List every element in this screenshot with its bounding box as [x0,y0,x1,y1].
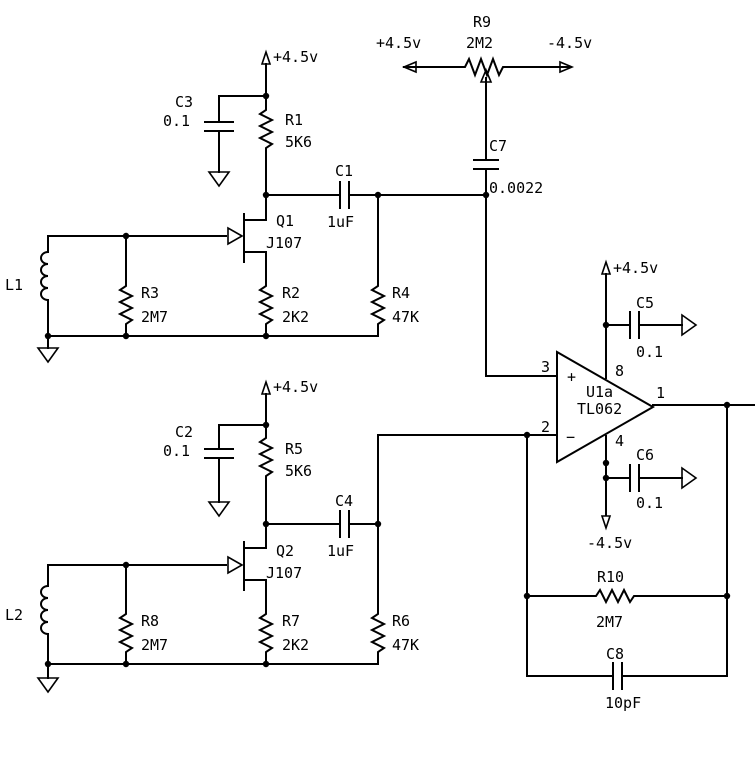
r2-value-label: 2K2 [282,308,309,326]
r1-value-label: 5K6 [285,133,312,151]
c1-value-label: 1uF [327,213,354,231]
r7-ref-label: R7 [282,612,300,630]
opamp-minus-sign: − [566,428,575,446]
opamp-pin4-label: 4 [615,432,624,450]
r1-ref-label: R1 [285,111,303,129]
c4-ref-label: C4 [335,492,353,510]
r8-ref-label: R8 [141,612,159,630]
u1-ref-label: U1a [586,383,613,401]
r5-value-label: 5K6 [285,462,312,480]
q1-jfet [47,213,267,286]
r7-resistor [257,611,275,665]
c5-value-label: 0.1 [636,343,663,361]
r8-value-label: 2M7 [141,636,168,654]
r2-ref-label: R2 [282,284,300,302]
c3-capacitor [204,95,267,188]
u1-opamp [377,350,755,525]
c4-capacitor [265,510,379,538]
r4-ref-label: R4 [392,284,410,302]
opamp-pin1-label: 1 [656,384,665,402]
q2-jfet [47,541,267,613]
q1-supply-label: +4.5v [273,48,318,66]
r7-value-label: 2K2 [282,636,309,654]
l1-inductor [36,235,60,364]
c6-value-label: 0.1 [636,494,663,512]
r1-resistor [257,95,275,221]
q1-supply-symbol [260,49,272,97]
c2-value-label: 0.1 [163,442,190,460]
c6-ref-label: C6 [636,446,654,464]
r6-ref-label: R6 [392,612,410,630]
opamp-pin8-label: 8 [615,362,624,380]
r3-value-label: 2M7 [141,308,168,326]
r4-value-label: 47K [392,308,419,326]
l2-ref-label: L2 [5,606,23,624]
r3-ref-label: R3 [141,284,159,302]
l2-inductor [36,564,60,694]
q2-ref-label: Q2 [276,542,294,560]
c2-ref-label: C2 [175,423,193,441]
c3-ref-label: C3 [175,93,193,111]
c3-value-label: 0.1 [163,112,190,130]
c8-value-label: 10pF [605,694,641,712]
l1-ref-label: L1 [5,276,23,294]
r9-value-label: 2M2 [466,34,493,52]
r9-potentiometer [401,56,575,161]
r10-value-label: 2M7 [596,613,623,631]
r5-resistor [257,424,275,549]
opamp-vpos-label: +4.5v [613,259,658,277]
opamp-pin3-label: 3 [541,358,550,376]
c7-ref-label: C7 [489,137,507,155]
c7-value-label: 0.0022 [489,179,543,197]
r9-pos-supply-label: +4.5v [376,34,421,52]
q2-supply-symbol [260,379,272,426]
opamp-plus-sign: + [567,368,576,386]
c7-capacitor [473,159,499,377]
q2-value-label: J107 [266,564,302,582]
u1-value-label: TL062 [577,400,622,418]
feedback-network [526,404,728,690]
r10-ref-label: R10 [597,568,624,586]
q1-value-label: J107 [266,234,302,252]
r6-value-label: 47K [392,636,419,654]
c2-capacitor [204,424,267,518]
c5-ref-label: C5 [636,294,654,312]
r6-resistor [369,434,387,665]
r2-resistor [257,284,275,337]
r4-resistor [369,194,387,337]
r9-neg-supply-label: -4.5v [547,34,592,52]
opamp-vneg-label: -4.5v [587,534,632,552]
c4-value-label: 1uF [327,542,354,560]
r9-ref-label: R9 [473,13,491,31]
r5-ref-label: R5 [285,440,303,458]
q2-supply-label: +4.5v [273,378,318,396]
c1-capacitor [265,181,487,209]
q1-ref-label: Q1 [276,212,294,230]
r3-resistor [117,235,135,337]
r8-resistor [117,564,135,665]
c8-ref-label: C8 [606,645,624,663]
opamp-pin2-label: 2 [541,418,550,436]
c1-ref-label: C1 [335,162,353,180]
